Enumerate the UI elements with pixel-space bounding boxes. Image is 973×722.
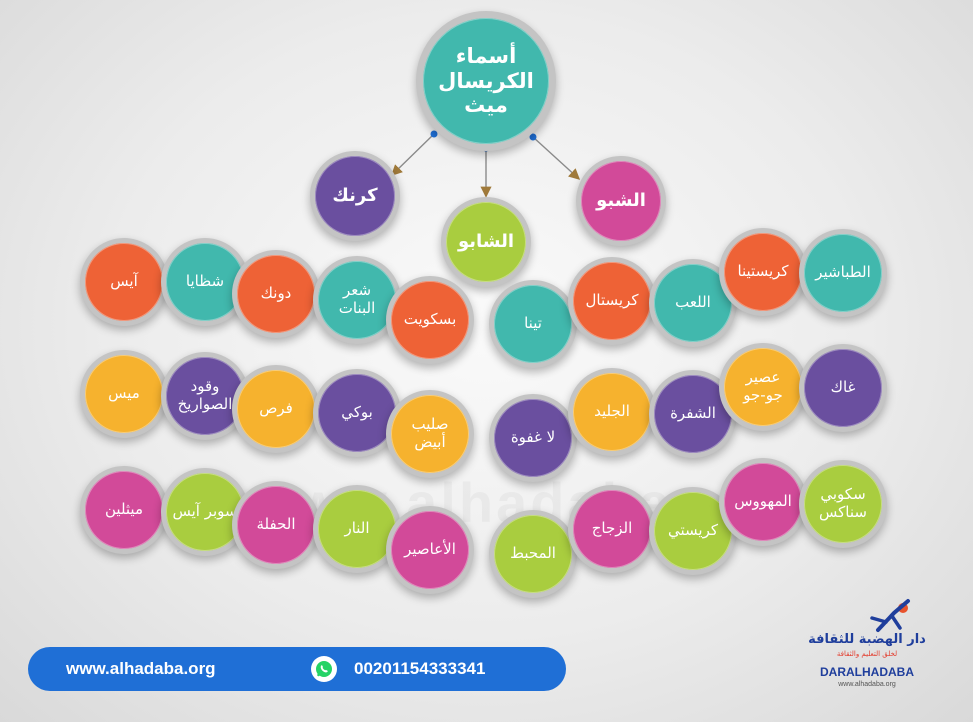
item-white-cross: صليب أبيض (386, 390, 474, 478)
item-fire: النار (313, 485, 401, 573)
arrow-to-krnk (390, 133, 435, 176)
branch-krnk: كرنك (310, 151, 400, 241)
item-methylene: ميثلين (80, 466, 168, 554)
item-pills: فرص (232, 365, 320, 453)
item-go-go-juice: عصير جو-جو (719, 343, 807, 431)
item-gak: غاك (799, 344, 887, 432)
branch-shbo: الشبو (576, 156, 666, 246)
root-label: أسماء الكريسال ميث (438, 43, 534, 118)
logo-tagline: لخلق التعليم والثقافة (836, 650, 898, 658)
item-biscuit: بسكويت (386, 276, 474, 364)
item-obsessed: المهووس (719, 458, 807, 546)
item-super-ice: سوبر آيس (161, 468, 249, 556)
branch-shabo: الشابو (441, 197, 531, 287)
arrow-dot-left (430, 130, 438, 138)
item-cristina: كريستينا (719, 228, 807, 316)
root-node: أسماء الكريسال ميث (416, 11, 556, 151)
item-crystal: كريستال (568, 257, 656, 345)
publisher-logo: دار الهضبة للثقافة لخلق التعليم والثقافة… (808, 598, 926, 696)
logo-english-name: DARALHADABA (820, 665, 914, 679)
logo-website: www.alhadaba.org (838, 681, 896, 688)
arrow-to-shbo (532, 136, 581, 180)
item-glass: الزجاج (568, 485, 656, 573)
footer-bar: www.alhadaba.org 00201154333341 (28, 647, 566, 691)
item-scooby-snacks: سكوبي سناكس (799, 460, 887, 548)
footer-phone-number[interactable]: 00201154333341 (354, 659, 486, 678)
logo-arabic-name: دار الهضبة للثقافة (808, 632, 926, 647)
item-glass-ice: الجليد (568, 368, 656, 456)
item-ice: آيس (80, 238, 168, 326)
item-chalk: الطباشير (799, 229, 887, 317)
item-donk: دونك (232, 250, 320, 338)
item-frustrated: المحبط (489, 510, 577, 598)
item-hurricanes: الأعاصير (386, 506, 474, 594)
footer-url-link[interactable]: www.alhadaba.org (66, 659, 216, 678)
item-no-doze: لا غفوة (489, 394, 577, 482)
arrow-dot-right (529, 133, 537, 141)
item-mis: ميس (80, 350, 168, 438)
whatsapp-icon (311, 656, 337, 682)
item-shards: شظايا (161, 238, 249, 326)
item-party: الحفلة (232, 481, 320, 569)
runner-logo-icon (870, 599, 910, 632)
item-tina: تينا (489, 280, 577, 368)
